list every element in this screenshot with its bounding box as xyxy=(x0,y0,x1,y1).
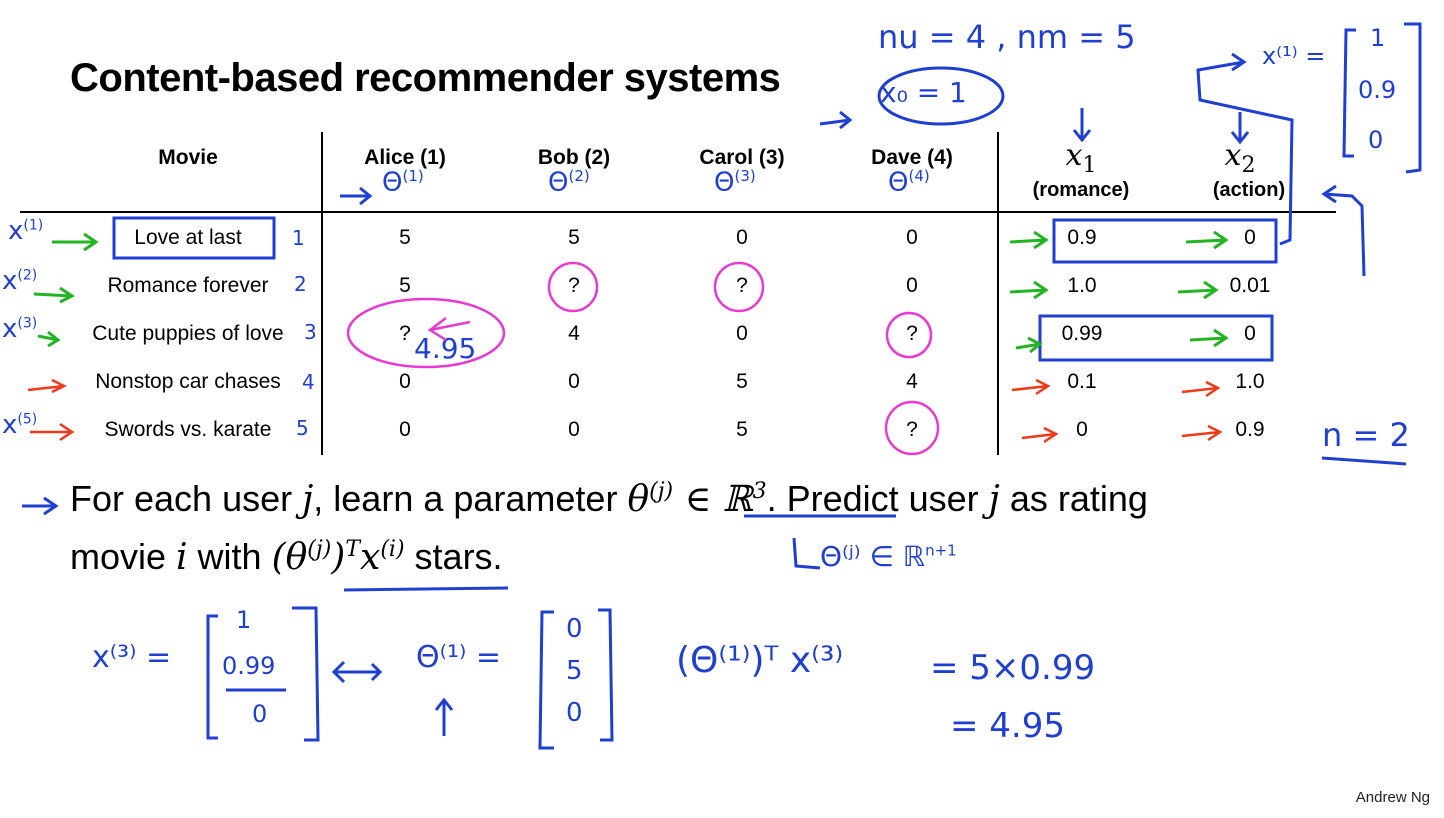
header-movie: Movie xyxy=(158,146,218,169)
annotation-row-index: 3 xyxy=(304,320,317,344)
rating-cell: ? xyxy=(906,418,918,441)
annotation-row-x-3: x(3) xyxy=(2,314,38,344)
rating-cell: ? xyxy=(736,274,748,297)
bullet-line-2: movie i with (θ(j))Tx(i) stars. xyxy=(70,536,503,578)
annotation-theta1-label: Θ⁽¹⁾ = xyxy=(416,640,502,675)
feature-x2-cell: 0 xyxy=(1244,322,1256,345)
movie-name: Swords vs. karate xyxy=(104,418,272,441)
feature-x1-cell: 0.9 xyxy=(1067,226,1097,249)
rating-cell: 5 xyxy=(399,274,411,297)
feature-x1-cell: 0.1 xyxy=(1067,370,1097,393)
header-user-4: Dave (4) xyxy=(871,146,953,169)
feature-x2-cell: 1.0 xyxy=(1235,370,1265,393)
rating-cell: 0 xyxy=(736,322,748,345)
rating-cell: 4 xyxy=(568,322,580,345)
rating-cell: ? xyxy=(906,322,918,345)
header-feature-1-label: (romance) xyxy=(1032,179,1130,201)
annotation-x3-vec-2: 0 xyxy=(252,700,268,728)
annotation-nu-nm: nu = 4 , nm = 5 xyxy=(878,18,1136,56)
annotation-row-index: 4 xyxy=(302,370,315,394)
rating-cell: 5 xyxy=(568,226,580,249)
rating-cell: 0 xyxy=(399,370,411,393)
slide-title: Content-based recommender systems xyxy=(70,56,781,100)
annotation-theta-4: Θ(4) xyxy=(888,167,930,198)
feature-x2-cell: 0.9 xyxy=(1235,418,1265,441)
annotation-x1-vec-1: 0.9 xyxy=(1358,76,1397,104)
rating-cell: 0 xyxy=(568,418,580,441)
annotation-x3-vec-1: 0.99 xyxy=(222,652,276,680)
feature-x1-cell: 0 xyxy=(1076,418,1088,441)
annotation-x1-vec-0: 1 xyxy=(1370,24,1386,52)
rating-cell: 0 xyxy=(568,370,580,393)
annotation-x3-vec-0: 1 xyxy=(236,606,252,634)
annotation-predicted-rating: 4.95 xyxy=(414,332,477,365)
rating-cell: 5 xyxy=(399,226,411,249)
rating-cell: 0 xyxy=(906,274,918,297)
rating-cell: 5 xyxy=(736,418,748,441)
rating-cell: 4 xyxy=(906,370,918,393)
annotation-row-index: 2 xyxy=(294,272,307,296)
slide-author: Andrew Ng xyxy=(1355,789,1430,806)
header-user-1: Alice (1) xyxy=(364,146,446,169)
header-user-2: Bob (2) xyxy=(537,146,611,169)
rating-cell: 0 xyxy=(736,226,748,249)
annotation-theta-2: Θ(2) xyxy=(548,167,590,198)
annotation-row-x-2: x(2) xyxy=(2,266,38,296)
annotation-theta-dimension: Θ⁽ʲ⁾ ∈ ℝn+1 xyxy=(820,540,957,573)
annotation-row-x-5: x(5) xyxy=(2,410,38,440)
header-feature-1-symbol: x1 xyxy=(1065,138,1097,178)
annotation-theta1-vec-2: 0 xyxy=(566,698,583,728)
annotation-theta1-vec-1: 5 xyxy=(566,656,583,686)
movie-name: Love at last xyxy=(134,226,242,249)
movie-name: Romance forever xyxy=(107,274,269,297)
annotation-row-index: 1 xyxy=(292,226,305,250)
rating-cell: 5 xyxy=(736,370,748,393)
annotation-theta-1: Θ(1) xyxy=(382,167,424,198)
annotation-x1-vector-label: x⁽¹⁾ = xyxy=(1262,42,1326,70)
annotation-x0: x₀ = 1 xyxy=(880,76,967,109)
annotation-dot-product: (Θ⁽¹⁾)ᵀ x⁽³⁾ xyxy=(676,640,844,681)
header-feature-2-label: (action) xyxy=(1212,179,1286,201)
movie-name: Cute puppies of love xyxy=(92,322,284,345)
rating-cell: 0 xyxy=(399,418,411,441)
annotation-dot-result-1: = 5×0.99 xyxy=(930,648,1096,688)
feature-x2-cell: 0.01 xyxy=(1229,274,1271,297)
annotation-x1-vec-2: 0 xyxy=(1368,126,1384,154)
feature-x1-cell: 0.99 xyxy=(1061,322,1103,345)
annotation-row-index: 5 xyxy=(296,416,309,440)
annotation-x3-label: x⁽³⁾ = xyxy=(92,640,172,675)
rating-cell: ? xyxy=(399,322,411,345)
feature-x1-cell: 1.0 xyxy=(1067,274,1097,297)
header-user-3: Carol (3) xyxy=(699,146,785,169)
feature-x2-cell: 0 xyxy=(1244,226,1256,249)
annotation-row-x-1: x(1) xyxy=(8,216,44,246)
header-feature-2-symbol: x2 xyxy=(1224,138,1256,178)
annotation-n-equals: n = 2 xyxy=(1322,416,1410,454)
annotation-theta-3: Θ(3) xyxy=(714,167,756,198)
movie-name: Nonstop car chases xyxy=(95,370,281,393)
rating-cell: ? xyxy=(568,274,580,297)
annotation-dot-result-2: = 4.95 xyxy=(950,706,1065,746)
bullet-line-1: For each user j, learn a parameter θ(j) … xyxy=(70,478,1148,520)
rating-cell: 0 xyxy=(906,226,918,249)
annotation-theta1-vec-0: 0 xyxy=(566,614,583,644)
